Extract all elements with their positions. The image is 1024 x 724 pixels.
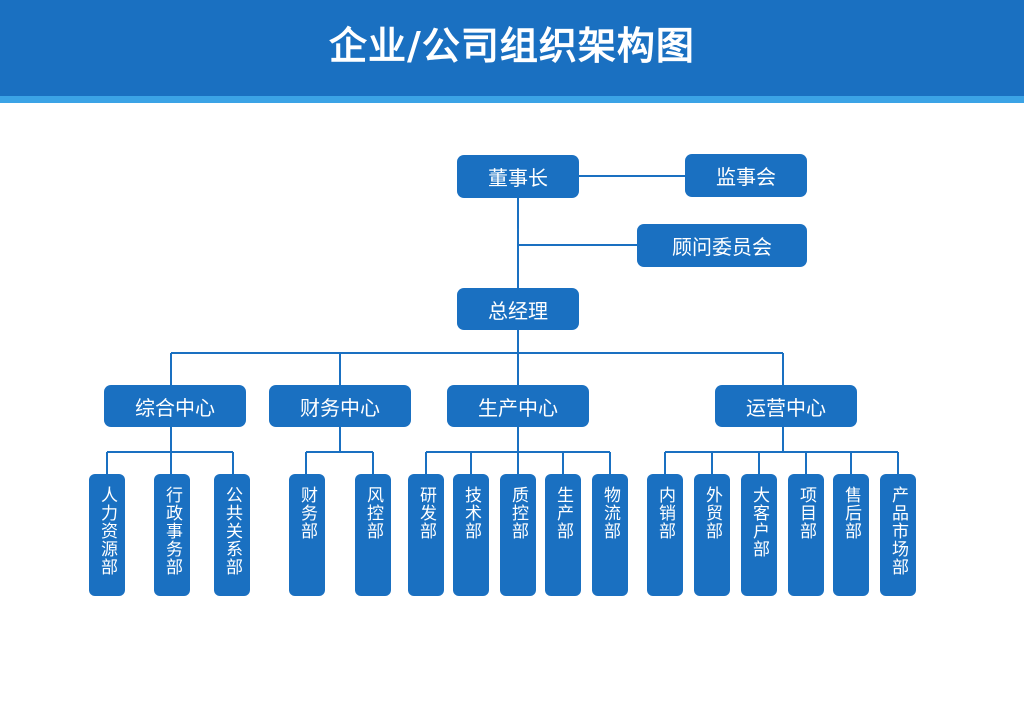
center-box-finance[interactable]: 财务中心	[269, 385, 411, 427]
dept-label: 项目部	[796, 486, 816, 540]
dept-box[interactable]: 内销部	[647, 474, 683, 596]
dept-label: 质控部	[508, 486, 528, 540]
dept-label: 研发部	[416, 486, 436, 540]
dept-label: 内销部	[655, 486, 675, 540]
dept-box[interactable]: 质控部	[500, 474, 536, 596]
dept-box[interactable]: 外贸部	[694, 474, 730, 596]
dept-box[interactable]: 生产部	[545, 474, 581, 596]
dept-box[interactable]: 人力资源部	[89, 474, 125, 596]
page-title: 企业/公司组织架构图	[329, 24, 695, 68]
dept-box[interactable]: 风控部	[355, 474, 391, 596]
general-manager-box[interactable]: 总经理	[457, 288, 579, 330]
center-box-production[interactable]: 生产中心	[447, 385, 589, 427]
dept-label: 技术部	[461, 486, 481, 540]
dept-label: 风控部	[363, 486, 383, 540]
dept-label: 物流部	[600, 486, 620, 540]
dept-label: 行政事务部	[162, 486, 182, 576]
header-bar	[0, 0, 1024, 96]
dept-label: 人力资源部	[97, 486, 117, 576]
chairman-box[interactable]: 董事长	[457, 155, 579, 198]
dept-label: 生产部	[553, 486, 573, 540]
dept-label: 售后部	[841, 486, 861, 540]
advisory-committee-box[interactable]: 顾问委员会	[637, 224, 807, 267]
dept-box[interactable]: 售后部	[833, 474, 869, 596]
dept-box[interactable]: 大客户部	[741, 474, 777, 596]
dept-box[interactable]: 产品市场部	[880, 474, 916, 596]
dept-label: 财务部	[297, 486, 317, 540]
dept-box[interactable]: 行政事务部	[154, 474, 190, 596]
dept-box[interactable]: 技术部	[453, 474, 489, 596]
dept-box[interactable]: 公共关系部	[214, 474, 250, 596]
dept-box[interactable]: 研发部	[408, 474, 444, 596]
dept-label: 外贸部	[702, 486, 722, 540]
dept-box[interactable]: 物流部	[592, 474, 628, 596]
supervisory-board-box[interactable]: 监事会	[685, 154, 807, 197]
dept-label: 公共关系部	[222, 486, 242, 576]
header-accent-line	[0, 96, 1024, 103]
dept-label: 产品市场部	[888, 486, 908, 576]
center-box-general[interactable]: 综合中心	[104, 385, 246, 427]
dept-box[interactable]: 项目部	[788, 474, 824, 596]
dept-box[interactable]: 财务部	[289, 474, 325, 596]
center-box-operations[interactable]: 运营中心	[715, 385, 857, 427]
dept-label: 大客户部	[749, 486, 769, 558]
